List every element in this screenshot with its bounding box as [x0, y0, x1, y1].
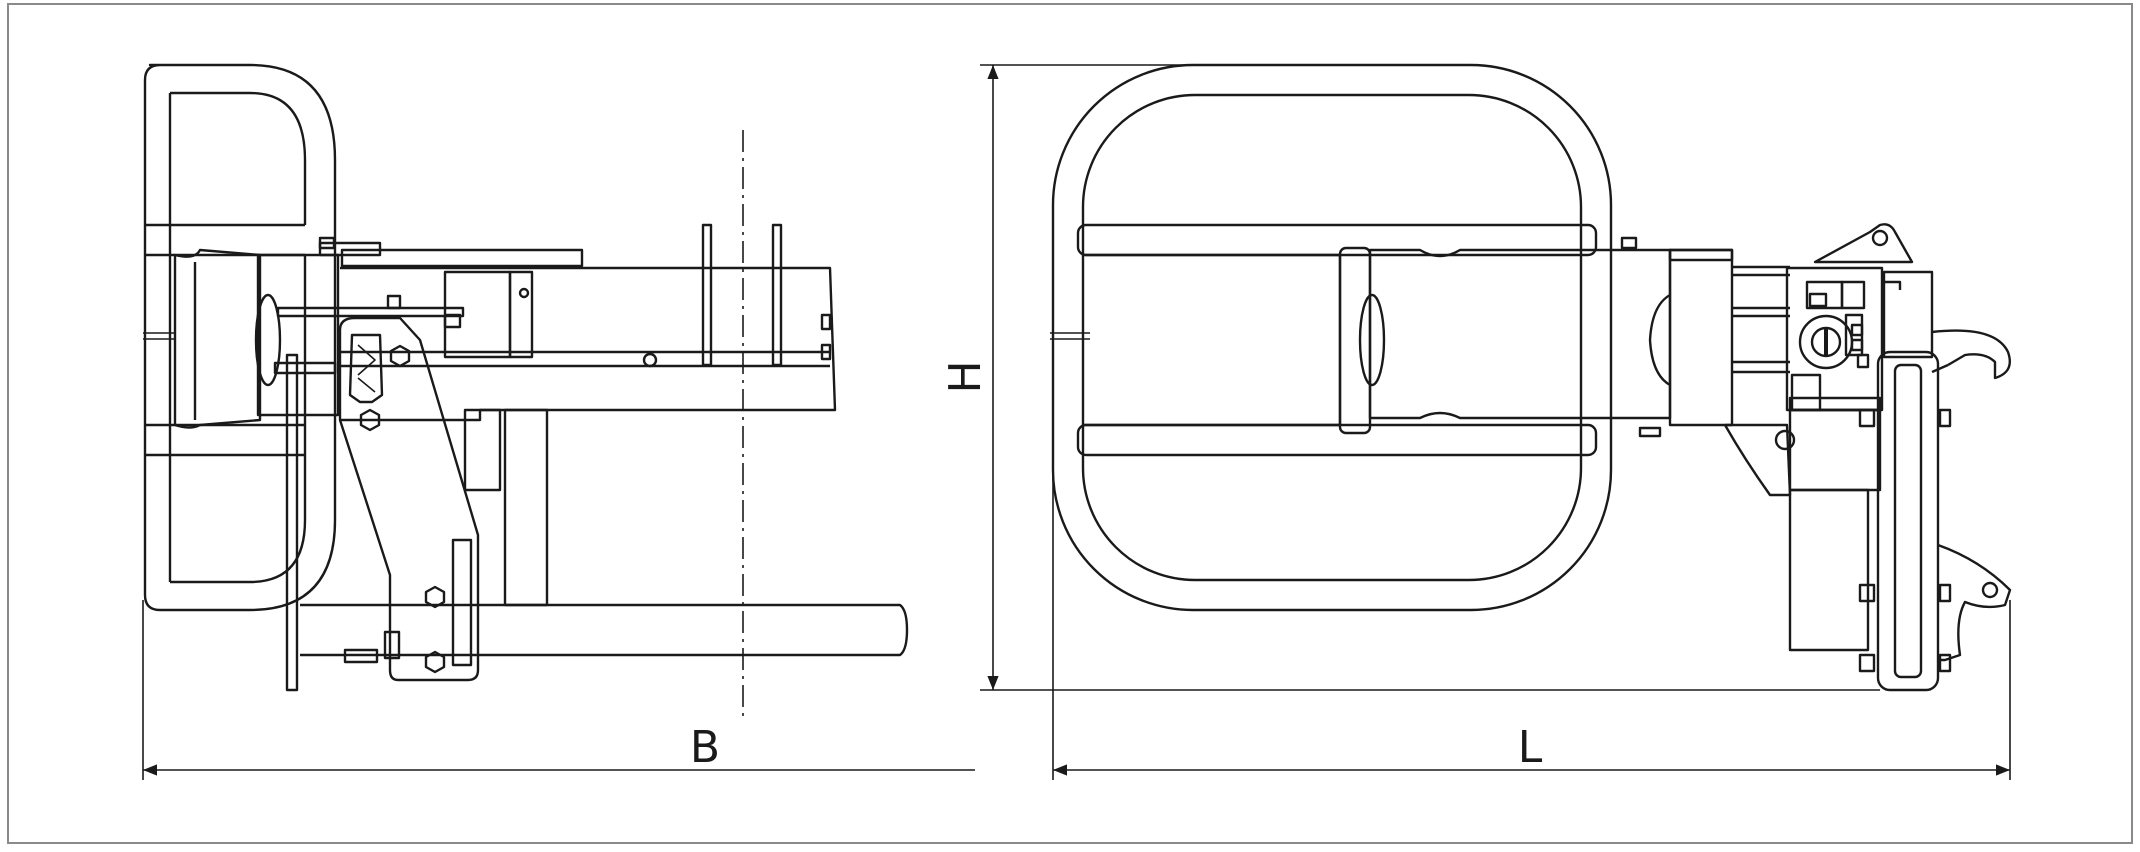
front-mount-tab	[1882, 280, 1902, 290]
side-hole-2	[642, 352, 658, 368]
front-clamp-head	[1368, 248, 1672, 420]
front-rail-bolt-2	[1858, 583, 1876, 603]
front-cylinder-end	[1358, 293, 1386, 387]
side-beam-inner	[340, 350, 830, 368]
side-bolt-top	[318, 236, 336, 250]
front-bolt-bottom	[1638, 426, 1662, 438]
front-upper-mount	[1813, 223, 1914, 264]
front-valve-port	[1808, 292, 1828, 308]
side-lower-rail	[145, 423, 305, 457]
side-nut-2	[359, 408, 381, 432]
front-rail-bolt-4	[1938, 408, 1952, 428]
front-bolt-top	[1620, 236, 1638, 250]
front-rail-top	[1882, 270, 1934, 359]
front-valve-base	[1788, 396, 1882, 412]
front-lower-hook-hole	[1981, 581, 1999, 599]
side-nut-1	[389, 344, 411, 368]
front-lower-rail	[1076, 423, 1598, 457]
side-fork-stub	[383, 630, 401, 660]
front-carriage-block	[1668, 248, 1734, 427]
side-hanger-bolt	[386, 294, 402, 310]
side-guard-bar-inner	[170, 91, 307, 584]
side-mount-tab	[273, 361, 337, 375]
side-plate-bar	[276, 306, 465, 318]
front-rod-upper	[1732, 265, 1790, 277]
front-valve-nut-2	[1850, 338, 1864, 352]
front-rail-bolt-1	[1858, 408, 1876, 428]
front-clamp-collar	[1338, 246, 1372, 435]
side-break-mark	[143, 332, 176, 340]
dim-label-length: L	[1518, 722, 1543, 773]
side-fork-arm	[300, 603, 909, 657]
front-carriage-top	[1668, 248, 1734, 262]
side-clamp-body	[173, 248, 262, 429]
front-rail-bolt-5	[1938, 583, 1952, 603]
front-guard-outer	[1051, 63, 1613, 612]
side-hanger-slot-detail	[357, 344, 376, 393]
front-break-mark	[1050, 332, 1090, 340]
front-clamp-body	[1083, 253, 1342, 427]
front-rail-bolt-6	[1938, 653, 1952, 673]
side-hanger-slot-2	[451, 538, 473, 667]
side-connector	[820, 313, 832, 331]
sheet-frame	[7, 3, 2133, 844]
front-view	[1050, 63, 2012, 692]
side-cylinder-end	[254, 293, 282, 387]
front-valve-plate-2	[1840, 280, 1866, 310]
front-guard-inner	[1081, 93, 1583, 582]
front-rod-lower	[1732, 306, 1790, 318]
front-vertical-rail	[1876, 350, 1940, 692]
side-main-beam	[340, 266, 837, 422]
side-guard-bar	[143, 63, 337, 612]
side-stud-1	[701, 223, 713, 367]
front-clamp-step	[1648, 293, 1671, 387]
front-vertical-rail-inner	[1893, 363, 1923, 679]
side-inner-plate-2	[508, 270, 534, 359]
dim-label-width: B	[690, 722, 720, 773]
side-hanger-plate	[338, 316, 480, 682]
front-hook	[1931, 329, 2012, 380]
front-valve-foot	[1790, 373, 1822, 412]
front-lower-bracket	[1723, 423, 1792, 497]
side-lower-post	[503, 408, 549, 607]
front-valve-cap	[1856, 353, 1870, 369]
front-rod-mid	[1732, 360, 1790, 374]
side-hanger-slot	[348, 333, 384, 404]
side-nut-4	[424, 650, 446, 674]
side-top-plate-2	[340, 248, 584, 268]
front-bracket-plate	[1788, 408, 1882, 492]
front-lower-box	[1788, 488, 1870, 652]
side-connector-2	[820, 343, 832, 361]
front-bracket-hole	[1774, 429, 1796, 451]
front-lower-hook	[1937, 543, 2012, 662]
side-hanger-bolt-2	[443, 313, 462, 329]
front-mount-hole	[1871, 229, 1889, 247]
side-fork-foot	[343, 648, 379, 664]
front-valve-nut	[1850, 323, 1864, 337]
side-hole	[518, 287, 530, 299]
side-lower-post-2	[463, 408, 502, 492]
dimension-lines	[142, 64, 2011, 780]
side-view	[143, 63, 909, 692]
side-stud-2	[771, 223, 783, 367]
side-nut-3	[424, 585, 446, 609]
dim-label-height: H	[940, 360, 991, 393]
front-hook-inner	[1931, 363, 1949, 374]
side-vertical-plate	[285, 353, 299, 692]
front-rail-bolt-3	[1858, 653, 1876, 673]
